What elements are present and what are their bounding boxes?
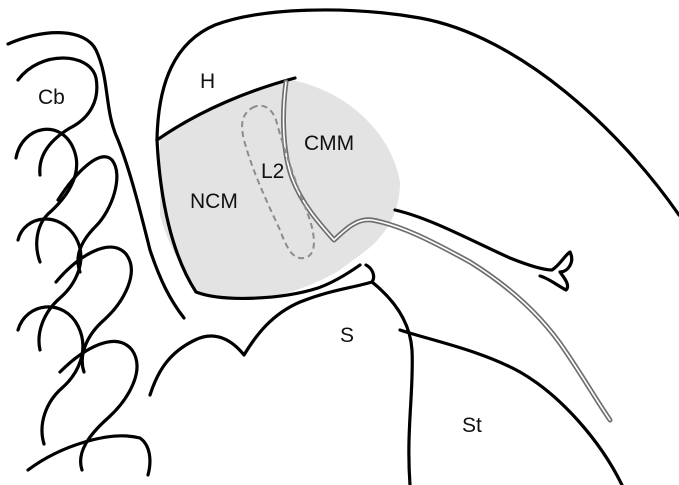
cerebellum-fold-7 [60, 341, 137, 470]
cerebellum-fold-6 [18, 307, 83, 444]
label-cb: Cb [38, 86, 65, 109]
label-l2: L2 [261, 160, 284, 183]
label-s: S [340, 324, 354, 347]
striatum-boundary [400, 330, 622, 485]
cerebellum-fold-4 [18, 219, 81, 350]
label-h: H [200, 70, 215, 93]
cerebellum-fold-1 [18, 58, 97, 175]
label-cmm: CMM [304, 132, 354, 155]
label-ncm: NCM [190, 190, 238, 213]
septum-boundary-left [372, 282, 412, 485]
cerebellum-fold-8 [28, 436, 150, 475]
cerebellum-fold-5 [56, 247, 131, 372]
ventricle-outline [395, 210, 572, 290]
label-st: St [462, 414, 482, 437]
